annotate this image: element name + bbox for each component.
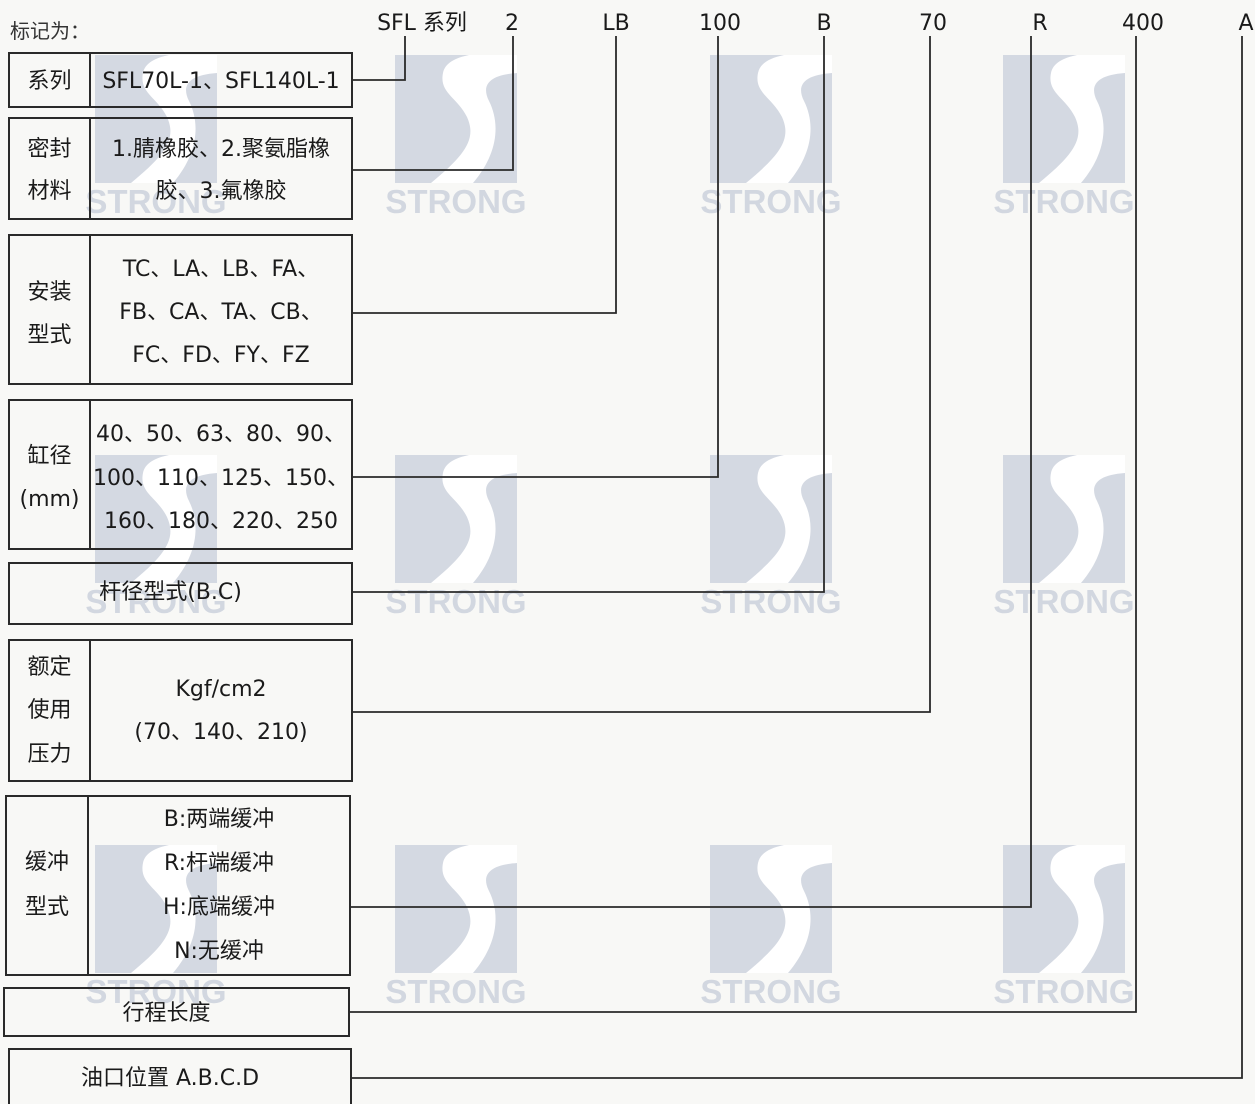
watermark-text: STRONG — [385, 183, 526, 220]
leader-line — [350, 36, 1032, 908]
code-label: 70 — [919, 11, 947, 36]
row-value: 杆径型式(B.C) — [99, 580, 242, 605]
row-label: 密封 — [27, 137, 71, 162]
watermark-text: STRONG — [700, 973, 841, 1010]
code-label: 400 — [1122, 11, 1164, 36]
watermark-logo: STRONG — [85, 455, 227, 620]
row-value: 100、110、125、150、 — [93, 466, 349, 491]
spec-box-9: 油口位置 A.B.C.D — [8, 1048, 352, 1104]
leader-line — [352, 36, 825, 593]
spec-box-5: 杆径型式(B.C) — [8, 562, 353, 625]
box-border — [8, 1048, 352, 1104]
code-label: B — [816, 11, 831, 36]
box-border — [8, 117, 353, 220]
watermark-text: STRONG — [85, 973, 226, 1010]
page-title: 标记为： — [10, 19, 90, 43]
leader-line — [352, 36, 514, 171]
row-label: 型式 — [25, 895, 69, 920]
leader-line — [352, 36, 617, 314]
row-value: 胶、3.氟橡胶 — [156, 179, 287, 204]
watermark-logo: STRONG — [385, 55, 527, 220]
leader-line — [351, 36, 1243, 1079]
row-value: FC、FD、FY、FZ — [132, 343, 309, 368]
row-label: (mm) — [19, 487, 79, 512]
watermark-logo: STRONG — [993, 845, 1135, 1010]
leader-lines — [349, 36, 1243, 1079]
row-label: 缸径 — [27, 444, 71, 469]
row-value: 1.腈橡胶、2.聚氨脂橡 — [112, 137, 330, 162]
code-label: SFL 系列 — [377, 11, 467, 36]
row-value: 40、50、63、80、90、 — [96, 422, 346, 447]
watermark-text: STRONG — [993, 973, 1134, 1010]
row-label: 材料 — [27, 179, 71, 204]
row-value: 行程长度 — [122, 1001, 210, 1026]
leader-line — [349, 36, 1137, 1013]
watermark-text: STRONG — [993, 183, 1134, 220]
watermark-text: STRONG — [85, 183, 226, 220]
row-value: H:底端缓冲 — [163, 895, 275, 920]
watermark-logo: STRONG — [385, 455, 527, 620]
row-label: 使用 — [27, 698, 71, 723]
box-border — [5, 795, 351, 976]
leader-line — [352, 36, 406, 81]
box-border — [8, 639, 353, 782]
spec-box-1: 系列 SFL70L-1、SFL140L-1 — [8, 52, 353, 108]
watermark-text: STRONG — [700, 183, 841, 220]
watermark-text: STRONG — [85, 583, 226, 620]
code-label: 100 — [699, 11, 741, 36]
leader-line — [352, 36, 719, 478]
watermark-logo: STRONG — [993, 455, 1135, 620]
code-label: LB — [602, 11, 629, 36]
row-value: FB、CA、TA、CB、 — [119, 300, 322, 325]
row-value: 160、180、220、250 — [104, 509, 338, 534]
watermark-layer: STRONG STRONG STRONG STRONG STRONG STRONG STRO… — [85, 55, 1135, 1010]
watermark-logo: STRONG — [700, 455, 842, 620]
row-label: 额定 — [27, 655, 71, 680]
row-label: 压力 — [27, 742, 71, 767]
watermark-logo: STRONG — [85, 845, 227, 1010]
watermark-text: STRONG — [700, 583, 841, 620]
row-value: Kgf/cm2 — [175, 677, 266, 702]
row-value: 油口位置 A.B.C.D — [81, 1066, 259, 1091]
row-value: (70、140、210) — [134, 720, 307, 745]
watermark-logo: STRONG — [700, 55, 842, 220]
row-value: TC、LA、LB、FA、 — [122, 257, 319, 282]
row-value: B:两端缓冲 — [164, 807, 275, 832]
spec-box-4: 缸径 (mm) 40、50、63、80、90、 100、110、125、150、 160… — [8, 399, 353, 550]
watermark-logo: STRONG — [993, 55, 1135, 220]
watermark-logo: STRONG — [700, 845, 842, 1010]
box-border — [8, 234, 353, 385]
box-border — [8, 399, 353, 550]
box-border — [8, 562, 353, 625]
watermark-logo: STRONG — [385, 845, 527, 1010]
row-value: SFL70L-1、SFL140L-1 — [102, 69, 339, 94]
code-label: R — [1032, 11, 1047, 36]
leader-line — [352, 36, 931, 713]
row-value: N:无缓冲 — [174, 939, 264, 964]
row-label: 安装 — [27, 280, 71, 305]
code-labels: SFL 系列 2 LB 100 B 70 R 400 A — [377, 11, 1253, 36]
row-label: 系列 — [27, 69, 71, 94]
watermark-text: STRONG — [385, 973, 526, 1010]
code-label: 2 — [505, 11, 519, 36]
watermark-text: STRONG — [385, 583, 526, 620]
code-label: A — [1238, 11, 1253, 36]
watermark-text: STRONG — [993, 583, 1134, 620]
row-label: 缓冲 — [25, 850, 69, 875]
row-value: R:杆端缓冲 — [164, 851, 274, 876]
row-label: 型式 — [27, 323, 71, 348]
